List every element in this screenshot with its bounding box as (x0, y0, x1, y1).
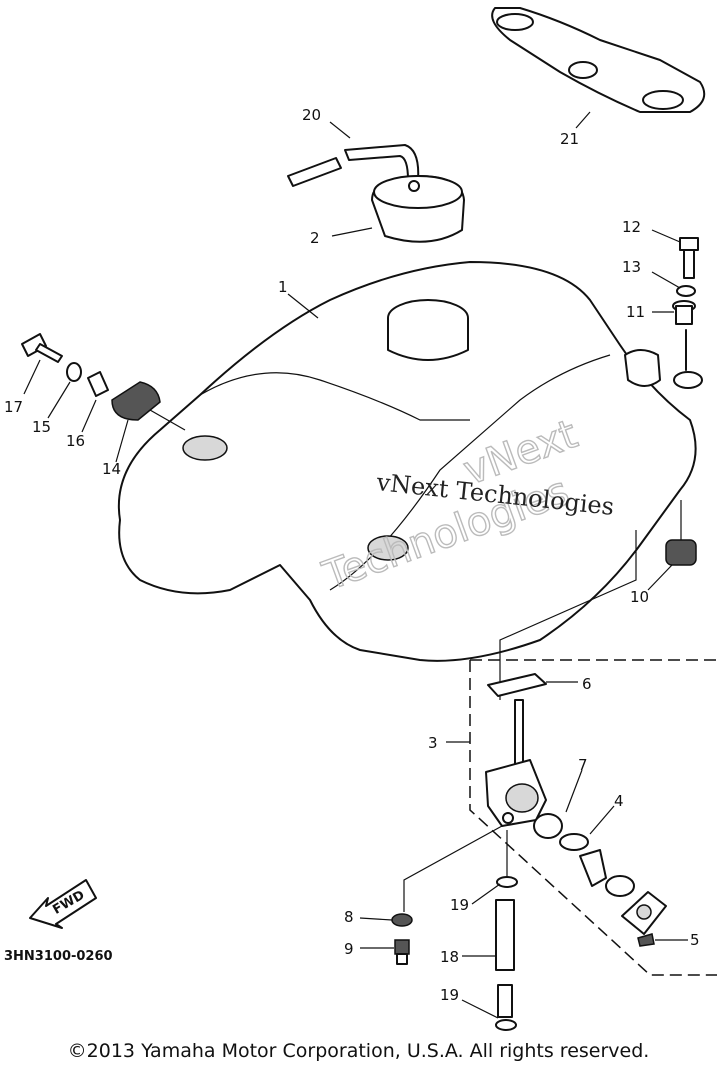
label-18: 18 (440, 948, 459, 966)
label-2: 2 (310, 229, 320, 247)
label-11: 11 (626, 303, 645, 321)
label-10: 10 (630, 588, 649, 606)
part-21-plate (491, 7, 706, 113)
copyright-notice: ©2013 Yamaha Motor Corporation, U.S.A. A… (67, 1040, 650, 1062)
part-14-grommet (111, 381, 161, 421)
label-19-upper: 19 (450, 896, 469, 914)
part-18-fuel-hose (495, 899, 515, 1018)
fuel-cock-lever (579, 849, 635, 897)
part-1-fuel-tank (117, 261, 703, 662)
label-20: 20 (302, 106, 321, 124)
label-15: 15 (32, 418, 51, 436)
part-labels: 20 2 1 21 12 13 11 17 15 16 14 10 6 3 7 … (4, 106, 700, 1004)
part-7-plug (533, 813, 563, 839)
part-3-fuel-cock (485, 699, 547, 827)
label-8: 8 (344, 908, 354, 926)
part-4-o-ring (559, 833, 589, 851)
part-17-bolt (21, 333, 63, 363)
label-16: 16 (66, 432, 85, 450)
part-19-clip-lower (495, 1019, 517, 1031)
part-19-clip-upper (496, 876, 518, 888)
leader-lines (23, 111, 688, 1019)
label-3: 3 (428, 734, 438, 752)
fwd-arrow-icon: FWD (29, 879, 97, 929)
label-12: 12 (622, 218, 641, 236)
label-14: 14 (102, 460, 121, 478)
part-12-bolt (679, 237, 699, 279)
part-8-washer (391, 913, 413, 927)
fuel-cock-cover (621, 891, 667, 935)
label-9: 9 (344, 940, 354, 958)
label-13: 13 (622, 258, 641, 276)
label-17: 17 (4, 398, 23, 416)
label-19-lower: 19 (440, 986, 459, 1004)
part-11-collar (672, 300, 696, 325)
part-5-screw (637, 933, 655, 947)
diagram-code: 3HN3100-0260 (4, 949, 113, 964)
label-1: 1 (278, 278, 288, 296)
part-15-washer (66, 362, 82, 382)
part-10-grommet (665, 539, 697, 566)
part-6-gasket (487, 673, 547, 697)
part-13-washer (676, 285, 696, 297)
label-5: 5 (690, 931, 700, 949)
label-4: 4 (614, 792, 624, 810)
part-9-drain-bolt (394, 939, 410, 965)
label-6: 6 (582, 675, 592, 693)
part-2-fuel-cap (371, 175, 465, 243)
label-7: 7 (578, 756, 588, 774)
part-16-collar (87, 371, 109, 397)
label-21: 21 (560, 130, 579, 148)
